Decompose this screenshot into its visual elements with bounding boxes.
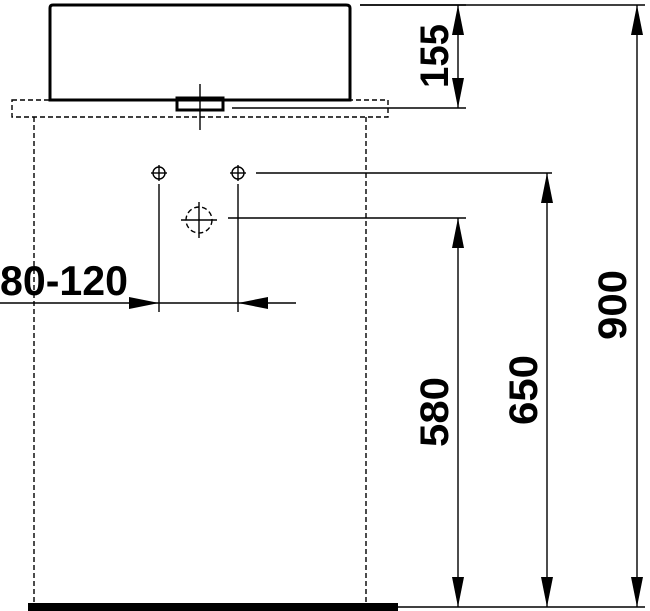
- total-height-label: 900: [591, 270, 635, 340]
- basin-height-label: 155: [413, 24, 457, 88]
- supply-height-label: 650: [502, 355, 546, 425]
- floor-line: [28, 603, 398, 611]
- waste-height-label: 580: [413, 377, 457, 447]
- wall-spacing-label: 80-120: [0, 257, 128, 304]
- supply-connection-left-icon: [151, 165, 167, 181]
- basin-outline: [48, 3, 352, 102]
- waste-connection-icon: [181, 202, 217, 238]
- supply-connection-right-icon: [230, 165, 246, 181]
